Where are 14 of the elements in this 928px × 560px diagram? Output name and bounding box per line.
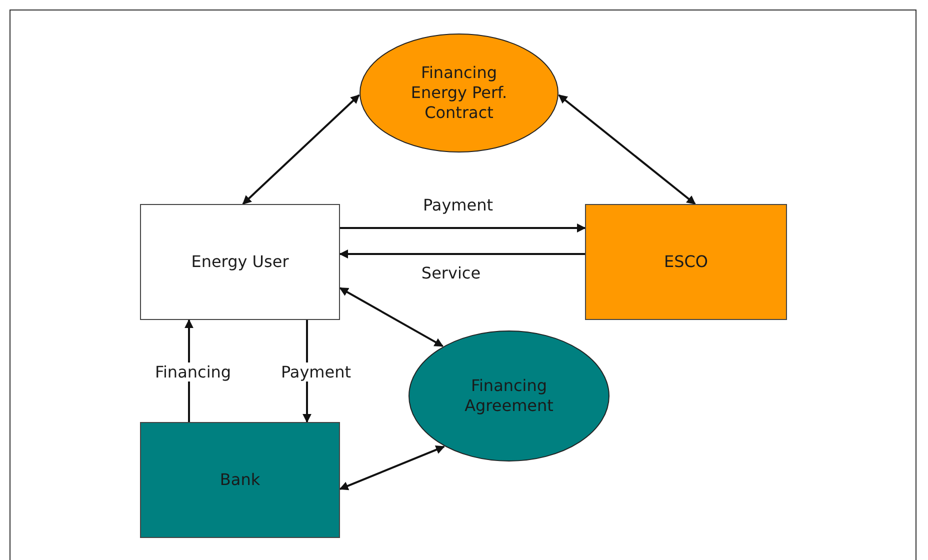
arrow [340,224,586,232]
node-label: ESCO [664,252,708,272]
arrow [339,287,444,348]
arrow [339,250,585,258]
arrow [558,94,696,205]
node-label: Financing Energy Perf. Contract [410,63,508,123]
node-label: Bank [220,470,260,490]
node-label: Energy User [191,252,289,272]
arrow [339,445,445,490]
arrow [242,94,360,205]
process-box [140,422,340,538]
process-box [585,204,787,320]
node-label: Financing Agreement [464,376,554,416]
process-box [140,204,340,320]
